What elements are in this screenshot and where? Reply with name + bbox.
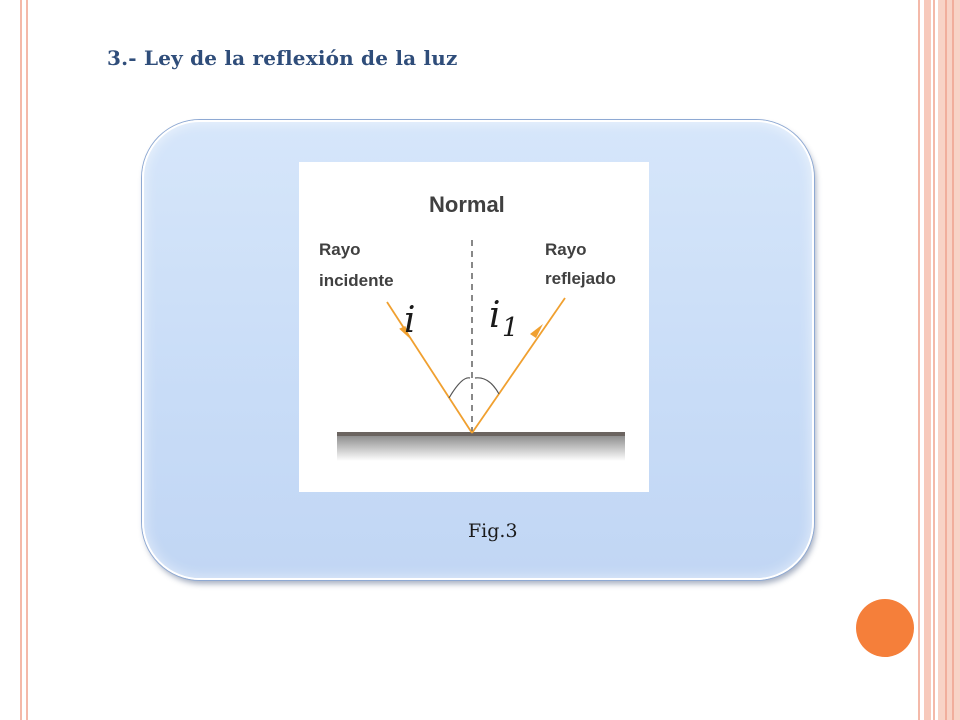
reflected-label-line1: Rayo: [545, 240, 587, 259]
normal-label: Normal: [429, 192, 505, 217]
mirror-shadow: [337, 435, 625, 461]
reflected-angle-arc: [474, 377, 500, 395]
reflected-ray: [471, 297, 566, 434]
incident-label-line2: incidente: [319, 271, 394, 290]
incident-label-line1: Rayo: [319, 240, 361, 259]
reflection-figure: Normal Rayo incidente Rayo reflejado i i…: [299, 162, 649, 492]
reflection-diagram: Normal Rayo incidente Rayo reflejado i i…: [319, 192, 625, 461]
reflected-arrow-icon: [530, 324, 543, 338]
reflected-angle-subscript: 1: [502, 313, 519, 343]
accent-circle: [856, 599, 914, 657]
incident-angle-arc: [448, 377, 471, 399]
incident-ray: [386, 301, 473, 434]
reflected-angle-symbol: i: [489, 295, 501, 336]
incident-arrow-icon: [399, 326, 411, 340]
reflected-label-line2: reflejado: [545, 269, 616, 288]
mirror-surface: [337, 432, 625, 436]
left-rule-1: [20, 0, 22, 720]
left-rule-2: [26, 0, 28, 720]
slide-title: 3.- Ley de la reflexión de la luz: [107, 46, 458, 70]
figure-caption: Fig.3: [468, 520, 518, 542]
incident-angle-symbol: i: [404, 300, 416, 341]
